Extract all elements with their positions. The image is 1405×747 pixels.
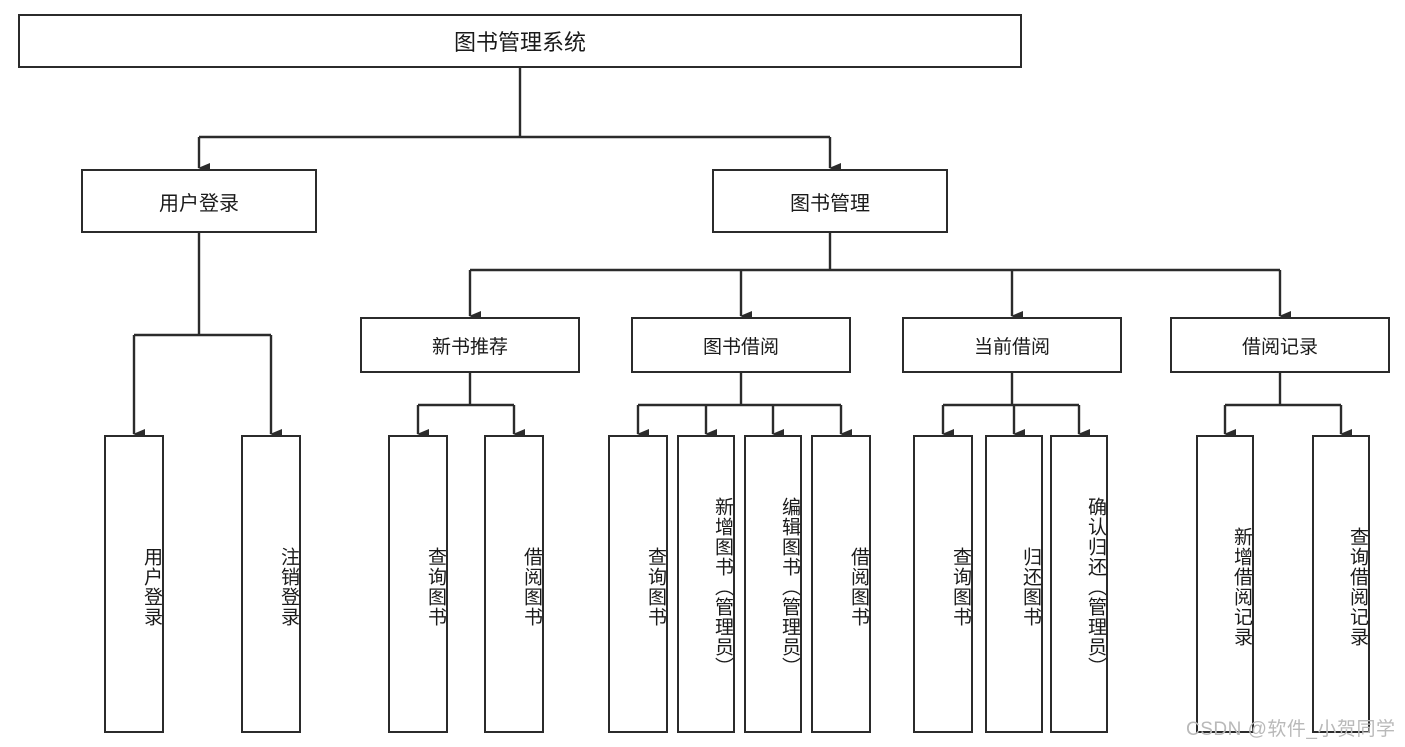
node-label: 新书推荐 <box>431 336 508 358</box>
node-current[interactable]: 当前借阅 <box>902 317 1122 373</box>
node-l-return[interactable]: 归还图书 <box>985 435 1043 733</box>
node-bookmgmt[interactable]: 图书管理 <box>712 169 948 233</box>
node-l-addrec[interactable]: 新增借阅记录 <box>1196 435 1254 733</box>
node-label: 查询借阅记录 <box>1347 527 1368 647</box>
node-l-q3[interactable]: 查询图书 <box>913 435 973 733</box>
node-label: 查询图书 <box>645 547 666 627</box>
node-label: 新增借阅记录 <box>1231 527 1252 647</box>
node-label: 图书管理系统 <box>453 30 586 55</box>
node-label: 查询图书 <box>950 547 971 627</box>
node-newbook[interactable]: 新书推荐 <box>360 317 580 373</box>
node-label: 图书管理 <box>790 192 870 215</box>
node-l-logout[interactable]: 注销登录 <box>241 435 301 733</box>
node-l-b1[interactable]: 借阅图书 <box>484 435 544 733</box>
node-label: 确认归还（管理员） <box>1085 497 1106 677</box>
node-label: 当前借阅 <box>973 336 1050 358</box>
node-records[interactable]: 借阅记录 <box>1170 317 1390 373</box>
node-label: 注销登录 <box>278 547 299 627</box>
node-l-edit[interactable]: 编辑图书（管理员） <box>744 435 802 733</box>
node-label: 新增图书（管理员） <box>712 497 733 677</box>
node-label: 借阅图书 <box>848 547 869 627</box>
node-l-confirm[interactable]: 确认归还（管理员） <box>1050 435 1108 733</box>
node-label: 用户登录 <box>159 192 239 215</box>
node-label: 归还图书 <box>1020 547 1041 627</box>
node-l-q1[interactable]: 查询图书 <box>388 435 448 733</box>
node-l-qrec[interactable]: 查询借阅记录 <box>1312 435 1370 733</box>
node-label: 用户登录 <box>141 547 162 627</box>
node-l-login[interactable]: 用户登录 <box>104 435 164 733</box>
node-login[interactable]: 用户登录 <box>81 169 317 233</box>
node-label: 图书借阅 <box>702 336 779 358</box>
node-label: 借阅图书 <box>521 547 542 627</box>
node-l-add[interactable]: 新增图书（管理员） <box>677 435 735 733</box>
node-label: 借阅记录 <box>1241 336 1318 358</box>
csdn-watermark: CSDN @软件_小贺同学 <box>1186 719 1396 740</box>
node-l-b2[interactable]: 借阅图书 <box>811 435 871 733</box>
node-borrow[interactable]: 图书借阅 <box>631 317 851 373</box>
node-label: 编辑图书（管理员） <box>779 497 800 677</box>
node-label: 查询图书 <box>425 547 446 627</box>
node-l-q2[interactable]: 查询图书 <box>608 435 668 733</box>
node-root[interactable]: 图书管理系统 <box>18 14 1022 68</box>
